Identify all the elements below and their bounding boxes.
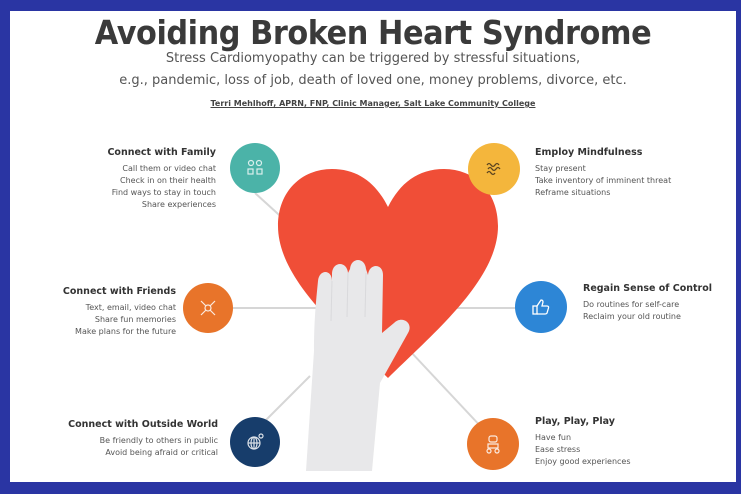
family-icon <box>230 143 280 193</box>
item-play-play-play: Play, Play, Play Have fun Ease stress En… <box>535 416 695 468</box>
item-line: Find ways to stay in touch <box>111 188 216 197</box>
item-line: Text, email, video chat <box>85 303 176 312</box>
subtitle-line-1: Stress Cardiomyopathy can be triggered b… <box>165 51 581 66</box>
item-line: Take inventory of imminent threat <box>535 176 672 185</box>
author-byline: Terri Mehlhoff, APRN, FNP, Clinic Manage… <box>210 99 536 108</box>
item-line: Reframe situations <box>535 188 611 197</box>
item-heading: Regain Sense of Control <box>583 283 712 294</box>
item-line: Reclaim your old routine <box>583 312 681 321</box>
item-line: Be friendly to others in public <box>99 436 218 445</box>
item-line: Avoid being afraid or critical <box>105 448 218 457</box>
item-line: Stay present <box>535 164 586 173</box>
item-heading: Employ Mindfulness <box>535 147 643 158</box>
item-heading: Connect with Family <box>107 147 216 158</box>
item-line: Have fun <box>535 433 572 442</box>
item-regain-sense-of-control: Regain Sense of Control Do routines for … <box>583 283 733 323</box>
thumbs-up-icon <box>515 281 567 333</box>
item-employ-mindfulness: Employ Mindfulness Stay present Take inv… <box>535 147 725 199</box>
item-line: Do routines for self-care <box>583 300 680 309</box>
item-connect-with-outside-world: Connect with Outside World Be friendly t… <box>60 419 218 459</box>
item-line: Check in on their health <box>119 176 216 185</box>
play-person-icon <box>467 418 519 470</box>
center-illustration <box>225 169 520 471</box>
item-line: Share fun memories <box>94 315 176 324</box>
item-heading: Play, Play, Play <box>535 416 615 427</box>
item-heading: Connect with Friends <box>62 286 176 297</box>
item-heading: Connect with Outside World <box>68 419 218 430</box>
item-line: Enjoy good experiences <box>535 457 631 466</box>
item-connect-with-friends: Connect with Friends Text, email, video … <box>38 286 176 338</box>
infographic-slide: Avoiding Broken Heart Syndrome Stress Ca… <box>10 11 736 482</box>
friends-network-icon <box>183 283 233 333</box>
item-connect-with-family: Connect with Family Call them or video c… <box>82 147 216 211</box>
item-line: Call them or video chat <box>122 164 216 173</box>
subtitle-line-2: e.g., pandemic, loss of job, death of lo… <box>119 73 627 88</box>
page-title: Avoiding Broken Heart Syndrome <box>94 13 652 52</box>
item-line: Make plans for the future <box>75 327 176 336</box>
hand-icon <box>306 260 410 471</box>
item-line: Share experiences <box>141 200 216 209</box>
item-line: Ease stress <box>535 445 581 454</box>
globe-icon <box>230 417 280 467</box>
heart-icon <box>278 169 498 378</box>
mindfulness-waves-icon <box>468 143 520 195</box>
